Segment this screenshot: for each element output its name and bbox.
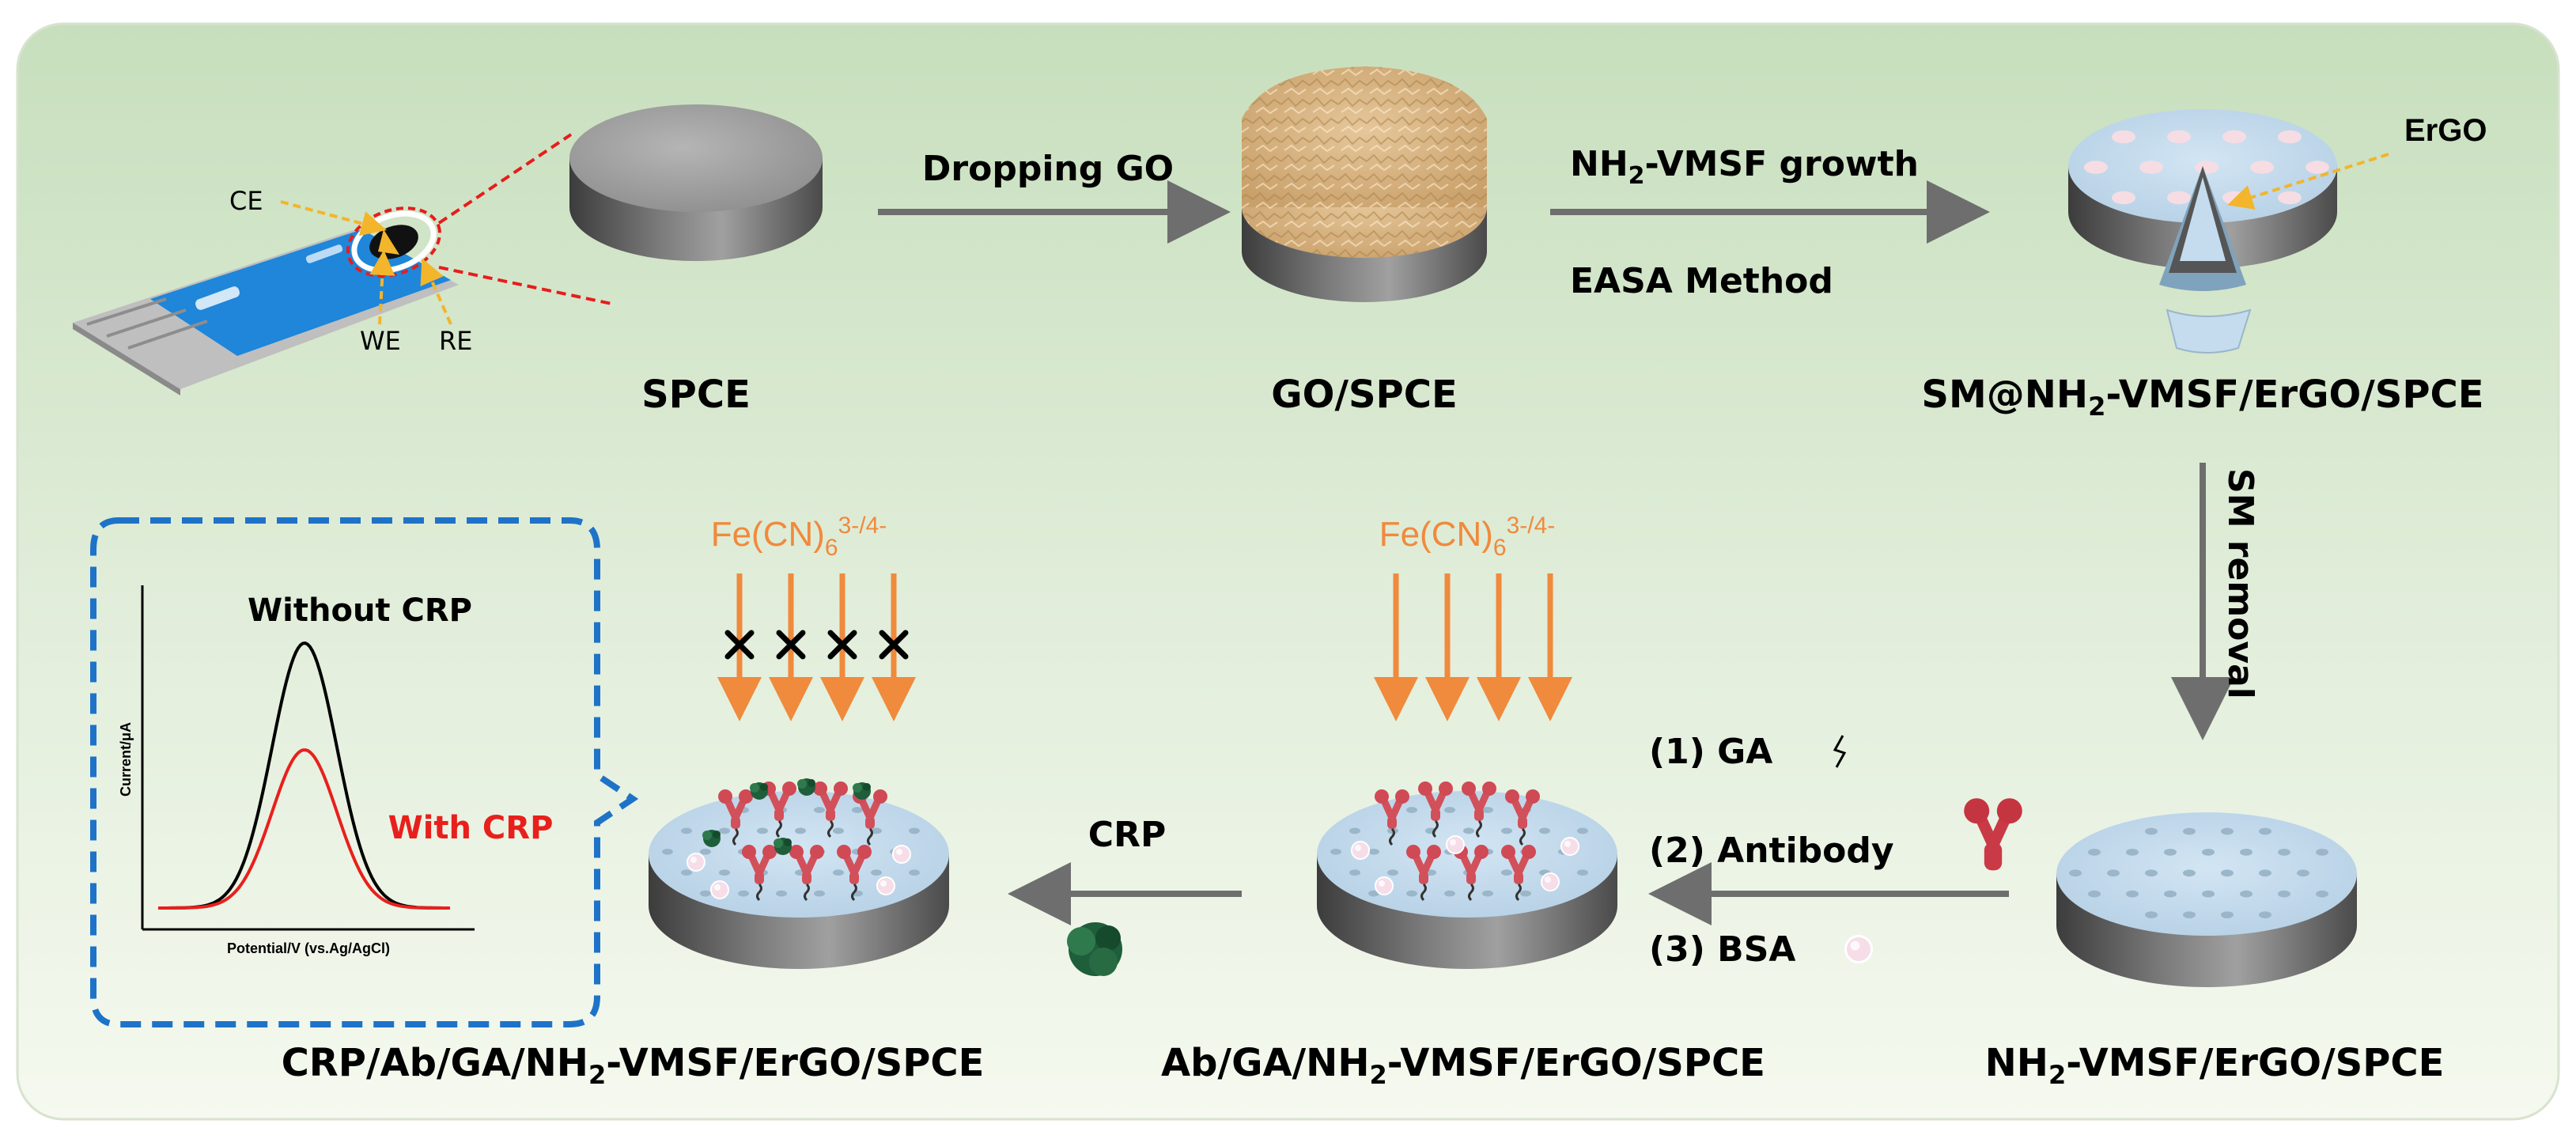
- sm-sub: 2: [2088, 392, 2105, 422]
- growth-prefix: NH: [1570, 144, 1628, 184]
- ce-pointer: [280, 200, 387, 237]
- sm-vmsf-disk: [2068, 109, 2337, 354]
- probe-sup: 3-/4-: [1507, 513, 1556, 539]
- nh2-suffix: -VMSF/ErGO/SPCE: [2066, 1041, 2444, 1085]
- blocked-cross-icons: [724, 630, 909, 660]
- growth-suffix: -VMSF growth: [1645, 144, 1919, 184]
- re-label: RE: [439, 326, 472, 356]
- dropping-go-text: Dropping GO: [922, 149, 1174, 189]
- crp-arrow-text: CRP: [1088, 815, 1166, 855]
- crp-ab-disk: [649, 778, 949, 969]
- sm-suffix: -VMSF/ErGO/SPCE: [2105, 373, 2483, 417]
- ergo-label: ErGO: [2404, 113, 2487, 148]
- ga-linker-icon: [1833, 735, 1847, 768]
- crp-sub: 2: [588, 1060, 606, 1090]
- legend-with-crp: With CRP: [388, 810, 554, 846]
- vmsf-label: NH2-VMSF/ErGO/SPCE: [1985, 1041, 2445, 1090]
- spce-label: SPCE: [641, 373, 751, 417]
- legend-without-crp: Without CRP: [248, 592, 472, 629]
- crp-ab-label: CRP/Ab/GA/NH2-VMSF/ErGO/SPCE: [282, 1041, 985, 1090]
- zoom-line-top: [437, 133, 573, 225]
- probe-label-left: Fe(CN)63-/4-: [711, 513, 887, 561]
- step-ga-text: (1) GA: [1649, 732, 1772, 772]
- step-antibody-text: (2) Antibody: [1649, 831, 1894, 871]
- ab-prefix: Ab/GA/NH: [1161, 1041, 1369, 1085]
- nanopore-dots: [2069, 827, 2328, 918]
- nh2-prefix: NH: [1985, 1041, 2048, 1085]
- go-spce-label: GO/SPCE: [1271, 373, 1458, 417]
- probe-sub-left: 6: [825, 535, 838, 561]
- crp-suffix: -VMSF/ErGO/SPCE: [606, 1041, 984, 1085]
- probe-sub: 6: [1493, 535, 1507, 561]
- sm-prefix: SM@NH: [1921, 373, 2088, 417]
- chart-xlabel: Potential/V (vs.Ag/AgCl): [227, 940, 390, 956]
- re-pointer: [420, 258, 452, 325]
- go-spce-disk: [1242, 66, 1487, 302]
- sm-vmsf-label: SM@NH2-VMSF/ErGO/SPCE: [1921, 373, 2483, 422]
- cv-chart: Current/μA Potential/V (vs.Ag/AgCl) With…: [118, 585, 553, 956]
- ab-label: Ab/GA/NH2-VMSF/ErGO/SPCE: [1161, 1041, 1765, 1090]
- ce-label: CE: [229, 186, 263, 216]
- chart-callout-box: [90, 517, 639, 1027]
- surfactant-micelle-dots: [2084, 130, 2329, 205]
- spce-disk: [569, 104, 823, 261]
- chart-ylabel: Current/μA: [118, 722, 134, 797]
- ab-sub: 2: [1370, 1060, 1387, 1090]
- probe-label-right: Fe(CN)63-/4-: [1379, 513, 1556, 561]
- step-bsa-text: (3) BSA: [1649, 929, 1795, 970]
- we-label: WE: [360, 326, 401, 356]
- easa-method-text: EASA Method: [1570, 261, 1833, 301]
- probe-base: Fe(CN): [1379, 515, 1493, 554]
- crp-protein-icon: [1067, 922, 1122, 976]
- vmsf-growth-text: NH2-VMSF growth: [1570, 144, 1919, 190]
- curve-with-crp: [158, 748, 450, 910]
- sm-removal-text: SM removal: [2220, 468, 2260, 699]
- probe-arrows-right: [1374, 573, 1572, 721]
- bsa-icon: [1844, 935, 1873, 963]
- antibody-icon: [1964, 798, 2022, 871]
- vmsf-disk: [2056, 812, 2357, 987]
- growth-sub: 2: [1628, 162, 1645, 190]
- crp-prefix: CRP/Ab/GA/NH: [282, 1041, 588, 1085]
- ergo-pointer: [2227, 153, 2389, 210]
- nh2-sub: 2: [2048, 1060, 2066, 1090]
- ab-suffix: -VMSF/ErGO/SPCE: [1387, 1041, 1765, 1085]
- probe-base-left: Fe(CN): [711, 515, 825, 554]
- probe-sup-left: 3-/4-: [838, 513, 887, 539]
- ab-disk: [1317, 781, 1617, 969]
